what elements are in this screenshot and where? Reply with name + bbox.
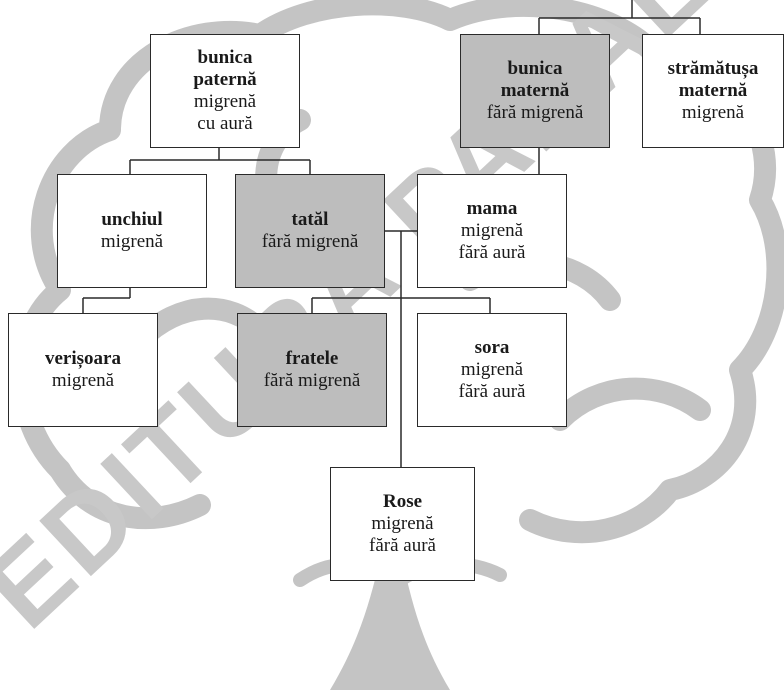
node-bunica-materna: bunica maternă fără migrenă: [460, 34, 610, 148]
node-name: maternă: [678, 80, 748, 101]
node-name: maternă: [500, 80, 570, 101]
node-name: mama: [466, 198, 518, 219]
node-info: fără aură: [458, 242, 526, 263]
node-name: verișoara: [45, 348, 121, 369]
node-name: bunica: [507, 58, 563, 79]
node-info: migrenă: [460, 220, 524, 241]
node-tatal: tatăl fără migrenă: [235, 174, 385, 288]
node-info: cu aură: [197, 113, 253, 134]
node-name: unchiul: [101, 209, 163, 230]
node-rose: Rose migrenă fără aură: [330, 467, 475, 581]
node-info: fără aură: [369, 535, 436, 556]
node-info: migrenă: [193, 91, 257, 112]
node-fratele: fratele fără migrenă: [237, 313, 387, 427]
node-info: fără migrenă: [486, 102, 584, 123]
node-info: migrenă: [681, 102, 745, 123]
node-name: paternă: [193, 69, 257, 90]
node-name: Rose: [382, 491, 423, 512]
node-info: fără migrenă: [261, 231, 359, 252]
node-name: bunica: [197, 47, 253, 68]
node-mama: mama migrenă fără aură: [417, 174, 567, 288]
node-info: migrenă: [371, 513, 434, 534]
node-name: fratele: [285, 348, 339, 369]
node-info: fără aură: [458, 381, 526, 402]
node-name: sora: [474, 337, 510, 358]
node-name: strămătușa: [667, 58, 759, 79]
node-stramatusa-materna: strămătușa maternă migrenă: [642, 34, 784, 148]
node-info: migrenă: [460, 359, 524, 380]
node-unchiul: unchiul migrenă: [57, 174, 207, 288]
node-sora: sora migrenă fără aură: [417, 313, 567, 427]
node-info: migrenă: [51, 370, 115, 391]
node-verisoara: verișoara migrenă: [8, 313, 158, 427]
node-name: tatăl: [291, 209, 329, 230]
node-info: migrenă: [100, 231, 164, 252]
node-bunica-paterna: bunica paternă migrenă cu aură: [150, 34, 300, 148]
node-info: fără migrenă: [263, 370, 361, 391]
